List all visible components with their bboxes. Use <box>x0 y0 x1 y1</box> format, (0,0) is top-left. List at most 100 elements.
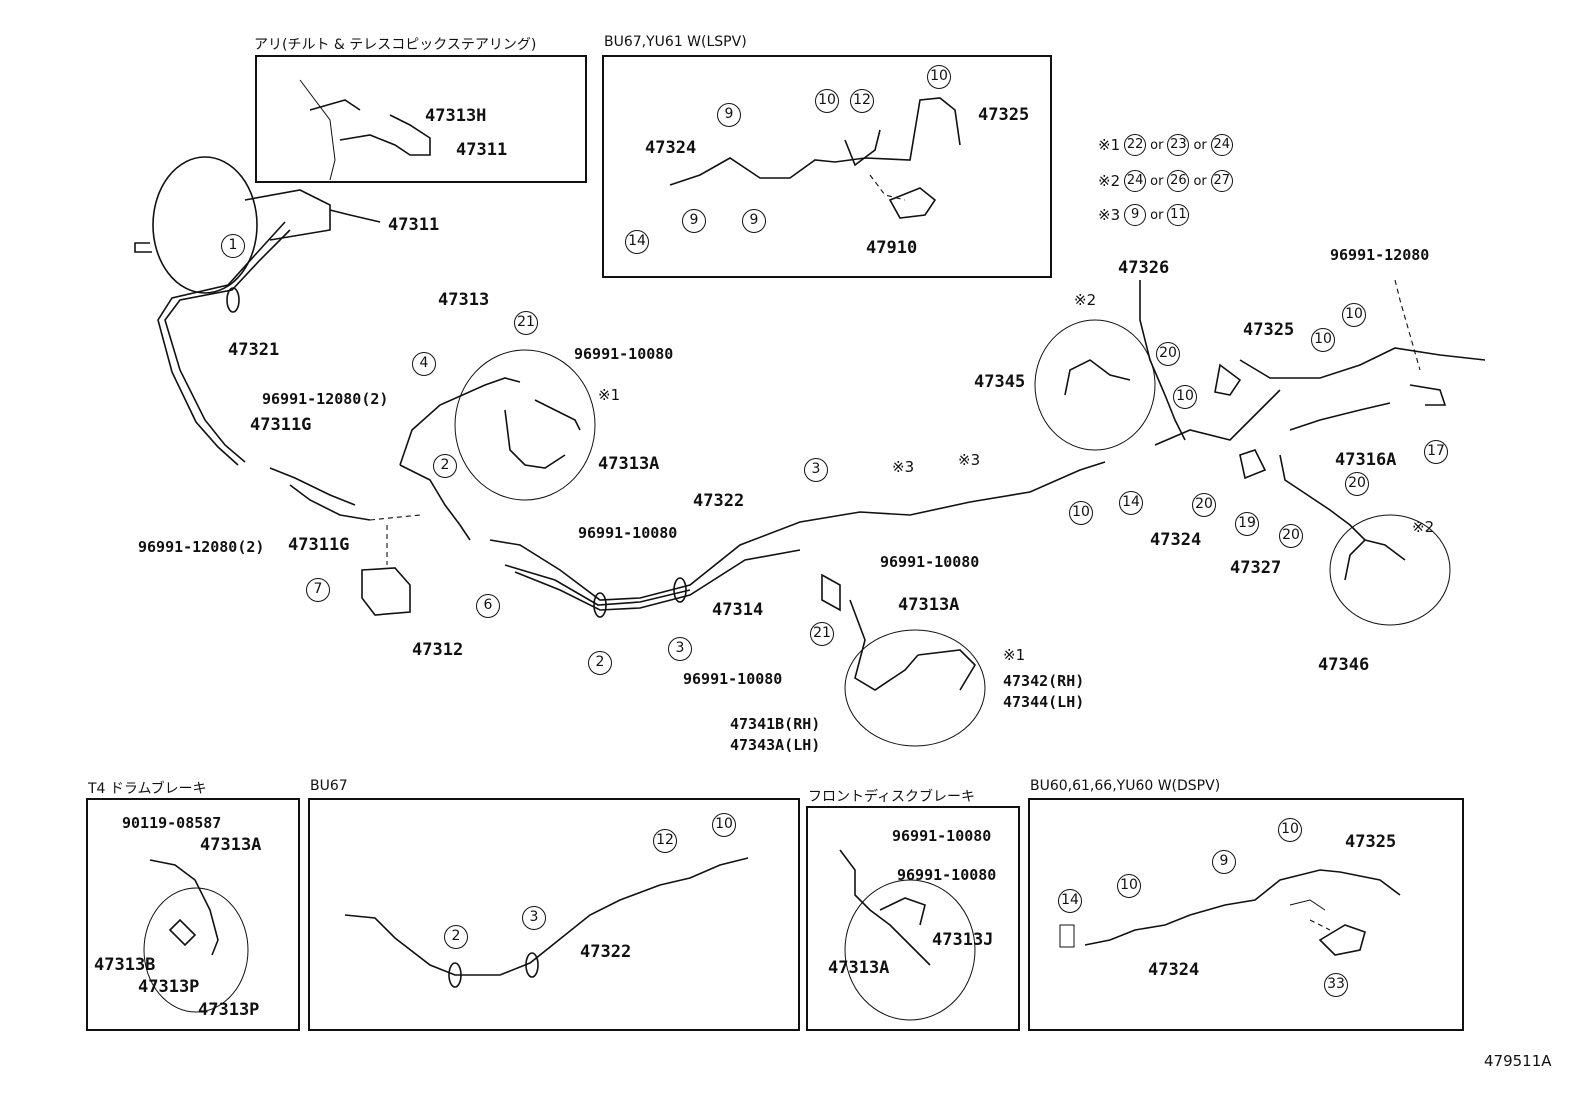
part-label: 47312 <box>412 640 464 660</box>
callout-circle: 33 <box>1324 973 1348 997</box>
callout-circle: 7 <box>306 578 330 602</box>
inset-caption-lspv: BU67,YU61 W(LSPV) <box>604 34 747 50</box>
callout-circle: 9 <box>742 209 766 233</box>
hose-47311G-b <box>289 484 371 521</box>
tube-47326 <box>1139 280 1186 441</box>
hose-47311G-a <box>269 467 356 506</box>
part-label: 47313P <box>138 977 200 997</box>
part-label: 47341B(RH) <box>730 715 821 733</box>
callout-circle: 4 <box>412 352 436 376</box>
callout-circle: 10 <box>1311 328 1335 352</box>
callout-circle: 21 <box>514 311 538 335</box>
part-label: 96991-10080 <box>880 553 980 571</box>
diagram-id: 479511A <box>1484 1052 1552 1070</box>
part-label: 47322 <box>693 491 745 511</box>
part-label: 47313H <box>425 106 487 126</box>
callout-circle: 2 <box>444 925 468 949</box>
front-left-rotor <box>844 629 986 747</box>
part-label: 47313A <box>828 958 890 978</box>
part-label: 47313A <box>200 835 262 855</box>
part-label: 47313J <box>932 930 994 950</box>
callout-circle: 12 <box>850 89 874 113</box>
callout-mark: ※2 <box>1074 291 1097 309</box>
callout-circle: 20 <box>1192 493 1216 517</box>
inset-caption-front-disc: フロントディスクブレーキ <box>808 789 976 805</box>
callout-circle: 10 <box>1117 874 1141 898</box>
callout-circle: 17 <box>1424 440 1448 464</box>
callout-circle: 12 <box>653 829 677 853</box>
callout-circle: 14 <box>625 230 649 254</box>
tube-47313 <box>399 377 521 466</box>
part-label: 47311 <box>456 140 508 160</box>
callout-circle: 2 <box>588 651 612 675</box>
booster-bracket <box>134 242 152 253</box>
inset-bu67 <box>308 798 800 1031</box>
part-label: 47325 <box>978 105 1030 125</box>
tube-47321-a <box>164 229 291 463</box>
inset-caption-bu67: BU67 <box>310 778 348 794</box>
callout-circle: 10 <box>712 813 736 837</box>
callout-circle: 14 <box>1058 889 1082 913</box>
part-label: 47342(RH) <box>1003 672 1085 690</box>
callout-mark: ※3 <box>892 458 915 476</box>
part-label: 47345 <box>974 372 1026 392</box>
part-label: 96991-10080 <box>897 866 997 884</box>
part-label: 96991-10080 <box>683 670 783 688</box>
part-label: 47313A <box>898 595 960 615</box>
part-label: 47346 <box>1318 655 1370 675</box>
callout-mark: ※1 <box>598 386 621 404</box>
callout-circle: 10 <box>927 65 951 89</box>
tube-47311-top <box>329 209 381 223</box>
callout-circle: 21 <box>810 622 834 646</box>
callout-circle: 9 <box>1212 850 1236 874</box>
master-cylinder <box>244 189 331 241</box>
inset-lspv <box>602 55 1052 278</box>
junction-bracket <box>361 567 411 616</box>
part-label: 47311G <box>250 415 312 435</box>
rear-left-drum <box>1034 319 1156 451</box>
callout-circle: 10 <box>1342 303 1366 327</box>
part-label: 47326 <box>1118 258 1170 278</box>
part-label: 47313A <box>598 454 660 474</box>
part-label: 47321 <box>228 340 280 360</box>
part-label: 96991-10080 <box>578 524 678 542</box>
part-label: 47316A <box>1335 450 1397 470</box>
tube-47324 <box>1154 389 1281 446</box>
callout-circle: 10 <box>815 89 839 113</box>
callout-mark: ※3 <box>958 451 981 469</box>
brake-booster <box>152 156 258 294</box>
callout-mark: ※1 <box>1003 646 1026 664</box>
part-label: 96991-12080 <box>1330 246 1430 264</box>
callout-circle: 20 <box>1156 342 1180 366</box>
callout-circle: 1 <box>221 234 245 258</box>
tube-47314 <box>514 549 801 611</box>
part-label: 47324 <box>645 138 697 158</box>
part-label: 47314 <box>712 600 764 620</box>
part-label: 47313B <box>94 955 156 975</box>
part-label: 47327 <box>1230 558 1282 578</box>
part-label: 47311G <box>288 535 350 555</box>
part-label: 47344(LH) <box>1003 693 1085 711</box>
part-label: 47324 <box>1148 960 1200 980</box>
part-label: 47910 <box>866 238 918 258</box>
part-label: 90119-08587 <box>122 814 222 832</box>
part-label: 47343A(LH) <box>730 736 821 754</box>
inset-caption-tilt: アリ(チルト & テレスコピックステアリング) <box>254 37 537 53</box>
part-label: 47325 <box>1345 832 1397 852</box>
callout-mark: ※2 <box>1412 518 1435 536</box>
callout-circle: 10 <box>1173 385 1197 409</box>
part-label: 47322 <box>580 942 632 962</box>
callout-circle: 9 <box>682 209 706 233</box>
callout-circle: 3 <box>668 637 692 661</box>
inset-t4-drum <box>86 798 300 1031</box>
callout-circle: 3 <box>804 458 828 482</box>
tube-47325 <box>1239 347 1486 379</box>
part-label: 47313P <box>198 1000 260 1020</box>
callout-circle: 10 <box>1069 501 1093 525</box>
inset-caption-dspv: BU60,61,66,YU60 W(DSPV) <box>1030 778 1221 794</box>
